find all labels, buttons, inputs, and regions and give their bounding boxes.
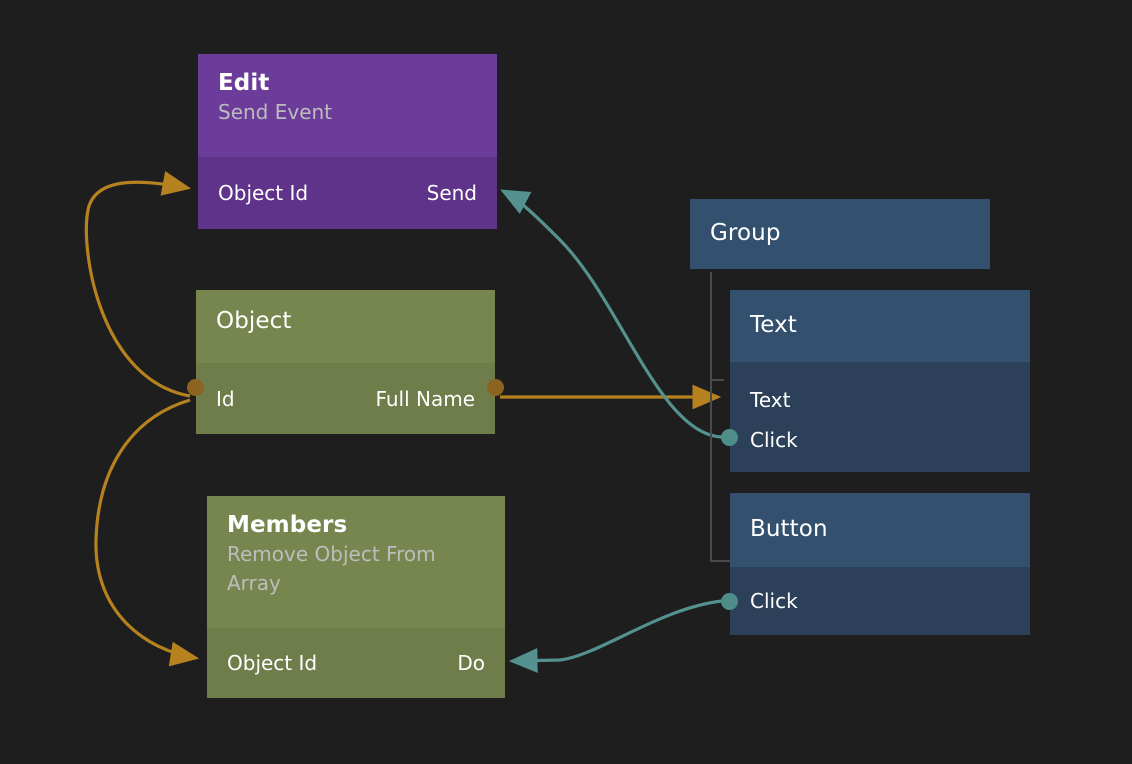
- port-object-id[interactable]: Id: [216, 386, 235, 411]
- node-button[interactable]: Button Click: [721, 493, 1030, 635]
- node-members[interactable]: Members Remove Object From Array Object …: [207, 496, 505, 698]
- node-object-header[interactable]: Object: [196, 290, 495, 363]
- node-group[interactable]: Group: [690, 199, 990, 269]
- node-object-port-row: Id Full Name: [196, 363, 495, 434]
- port-button-click[interactable]: Click: [750, 589, 798, 613]
- node-button-body: Click: [730, 567, 1030, 635]
- node-button-title: Button: [750, 516, 828, 543]
- node-edit[interactable]: Edit Send Event Object Id Send: [198, 54, 497, 229]
- port-edit-send[interactable]: Send: [426, 181, 477, 205]
- port-object-full-name[interactable]: Full Name: [375, 386, 475, 411]
- node-object-body: Id Full Name: [196, 363, 495, 434]
- node-text-port-row-text: Text: [730, 380, 1030, 420]
- port-text-text[interactable]: Text: [750, 388, 791, 412]
- node-text-body: Text Click: [730, 362, 1030, 472]
- node-edit-port-row: Object Id Send: [198, 157, 497, 229]
- node-text-header[interactable]: Text: [730, 290, 1030, 362]
- node-button-header[interactable]: Button: [730, 493, 1030, 567]
- group-tree-branch-text: [710, 379, 724, 381]
- node-edit-title: Edit: [218, 70, 270, 96]
- edge-object-id-to-members-object-id: [94, 398, 200, 667]
- node-group-header[interactable]: Group: [690, 199, 990, 269]
- edge-object-id-to-edit-object-id: [84, 171, 192, 398]
- node-members-port-row: Object Id Do: [207, 628, 505, 698]
- port-dot-text-click[interactable]: [721, 429, 738, 446]
- node-text-title: Text: [750, 312, 797, 339]
- port-dot-object-full-name[interactable]: [487, 379, 504, 396]
- node-text[interactable]: Text Text Click: [721, 290, 1030, 472]
- node-edit-subtitle: Send Event: [218, 100, 333, 125]
- node-members-header[interactable]: Members Remove Object From Array: [207, 496, 505, 628]
- group-tree-vertical-line: [710, 272, 712, 562]
- port-dot-object-id[interactable]: [187, 379, 204, 396]
- node-object[interactable]: Object Id Full Name: [187, 290, 504, 434]
- group-tree-branch-button: [710, 560, 730, 562]
- node-text-port-row-click: Click: [730, 420, 1030, 460]
- node-button-port-row-click: Click: [730, 567, 1030, 635]
- node-members-subtitle: Remove Object From Array: [227, 542, 436, 595]
- node-members-title: Members: [227, 512, 348, 538]
- port-members-object-id[interactable]: Object Id: [227, 651, 318, 675]
- node-edit-body: Object Id Send: [198, 157, 497, 229]
- port-edit-object-id[interactable]: Object Id: [218, 181, 309, 205]
- node-members-body: Object Id Do: [207, 628, 505, 698]
- node-object-title: Object: [216, 308, 292, 334]
- node-edit-header[interactable]: Edit Send Event: [198, 54, 497, 157]
- port-text-click[interactable]: Click: [750, 428, 798, 452]
- port-members-do[interactable]: Do: [457, 651, 485, 675]
- port-dot-button-click[interactable]: [721, 593, 738, 610]
- edge-button-click-to-members-do: [508, 599, 723, 673]
- node-group-title: Group: [710, 220, 781, 247]
